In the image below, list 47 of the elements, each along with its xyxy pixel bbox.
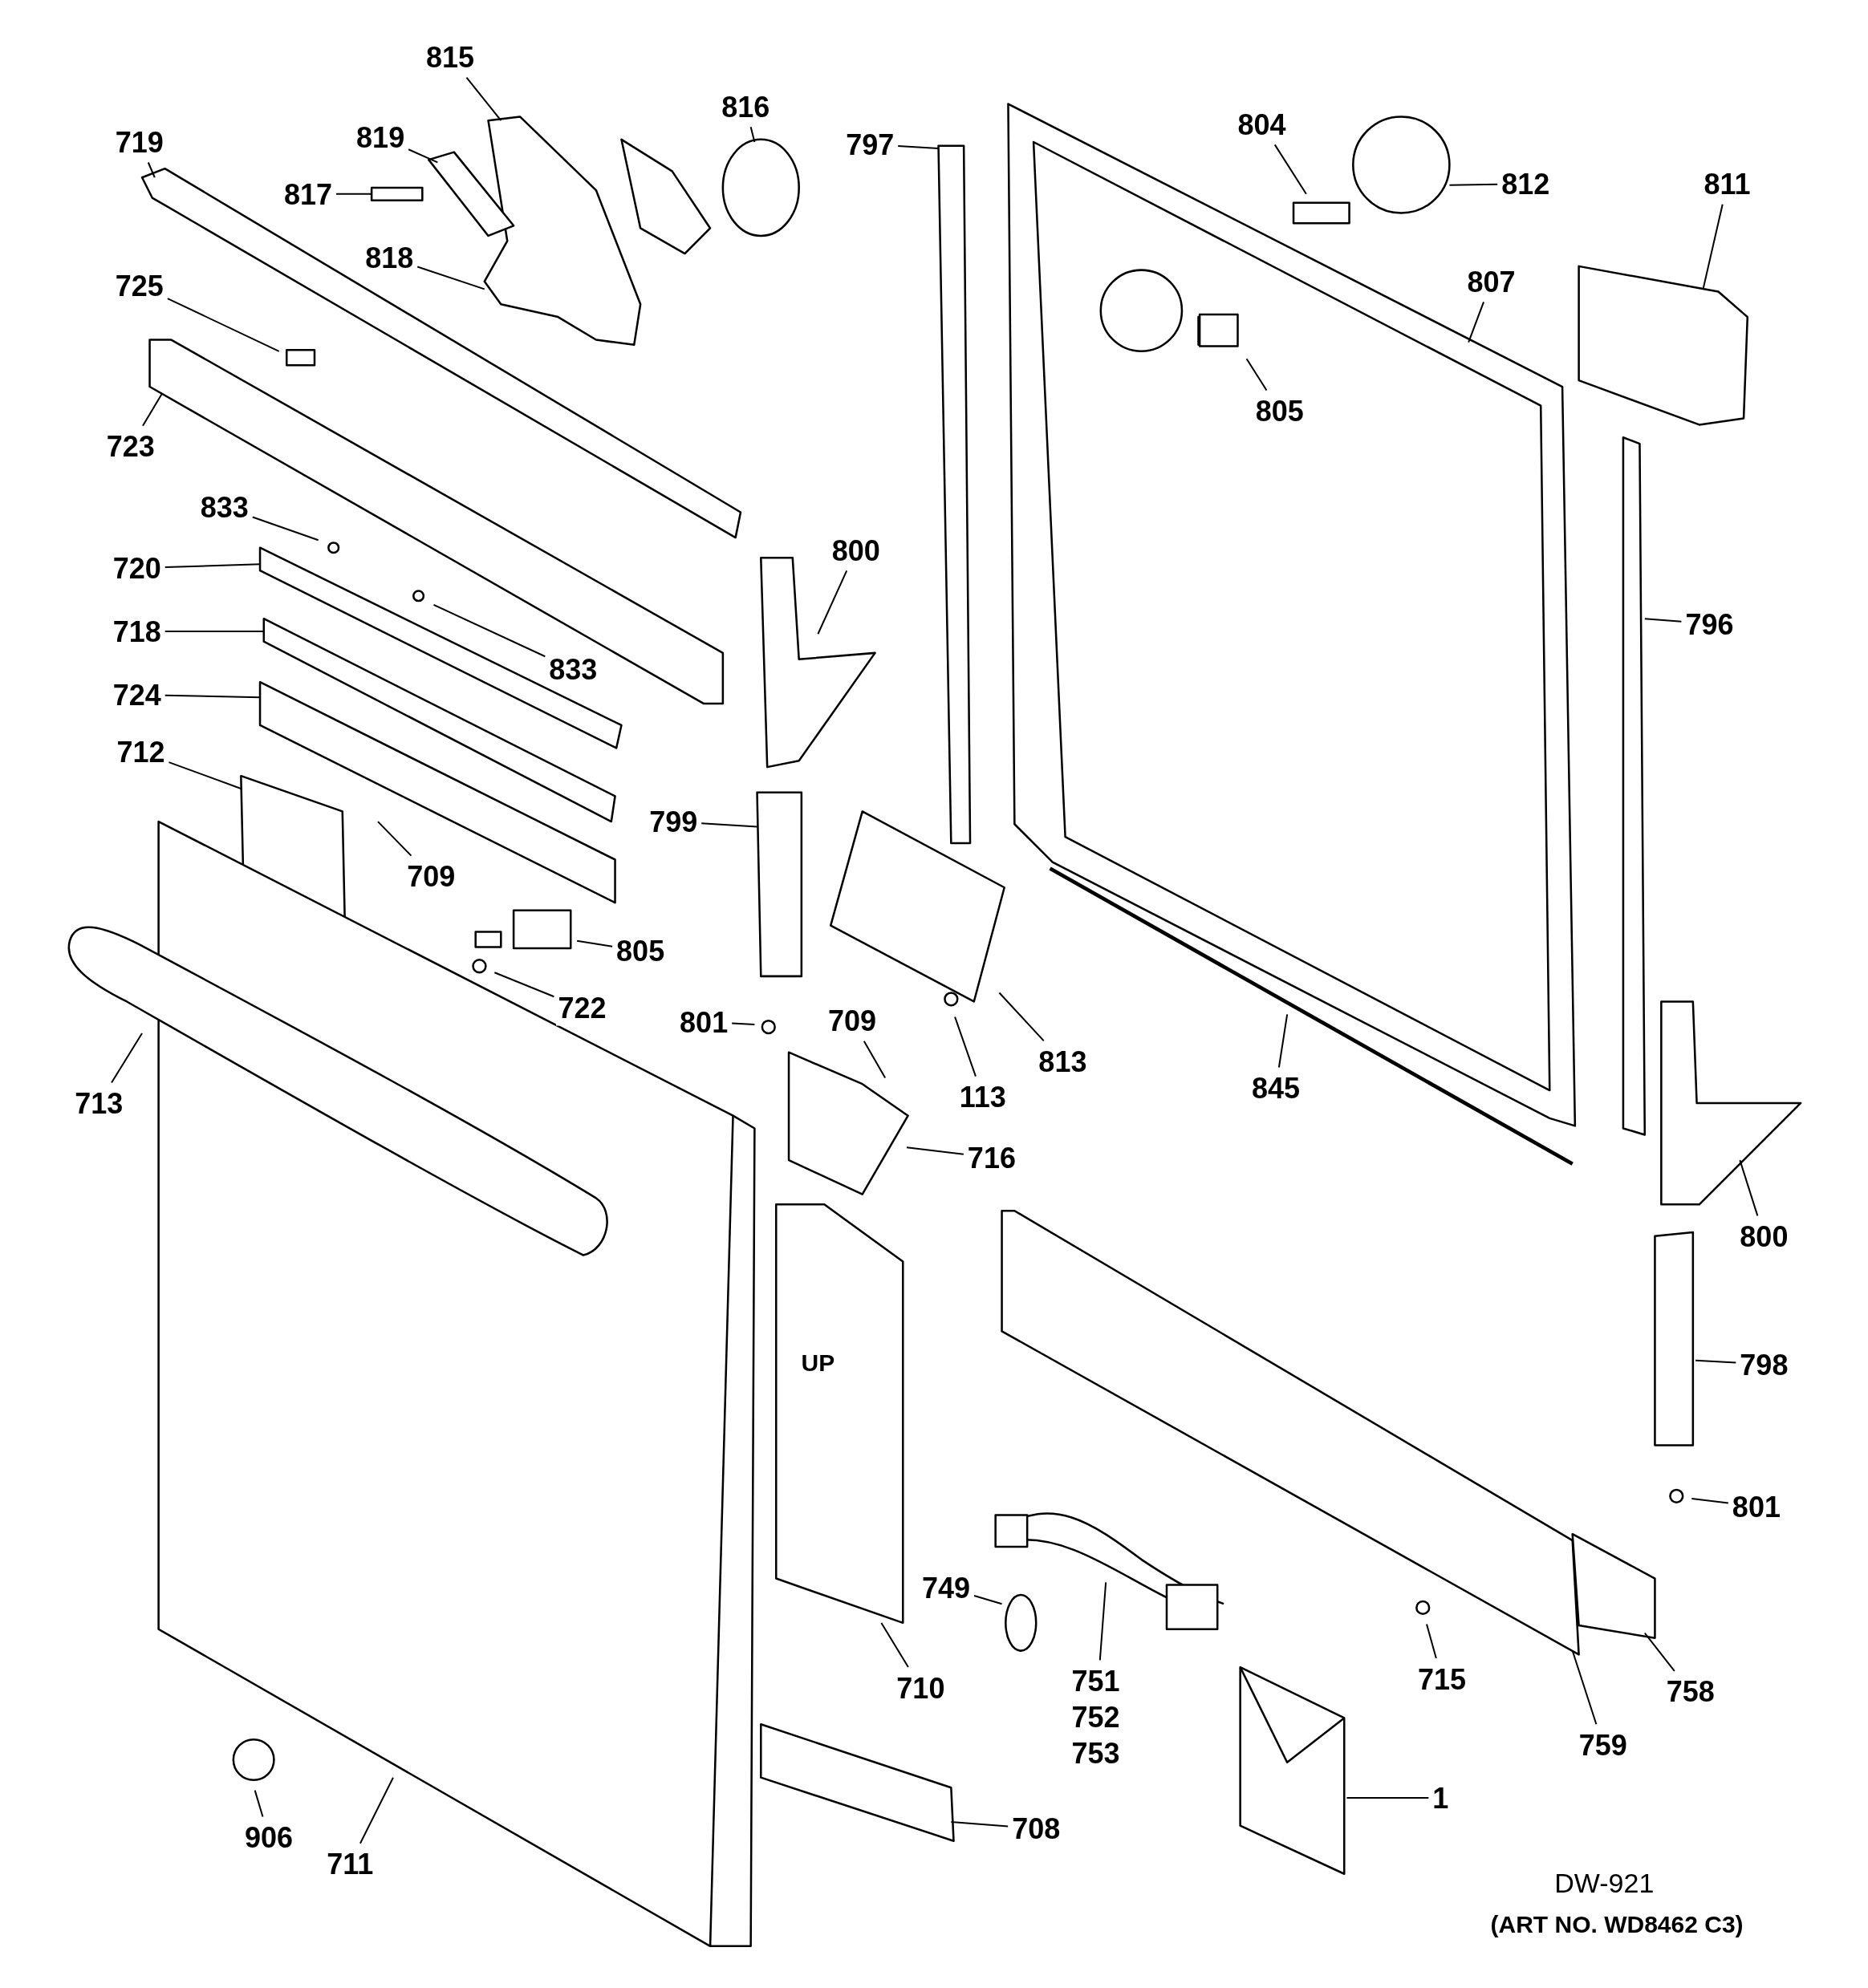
leader-line	[1273, 144, 1307, 195]
leader-line	[111, 1033, 143, 1084]
leader-line	[906, 1146, 964, 1155]
leader-line	[164, 563, 261, 568]
leader-line	[1245, 358, 1268, 392]
leader-line	[1448, 183, 1499, 186]
leader-line	[432, 603, 546, 658]
leader-line	[863, 1040, 887, 1079]
up-marking: UP	[801, 1349, 835, 1377]
leader-line	[1098, 1581, 1107, 1661]
leader-line	[335, 193, 373, 195]
leader-line	[1691, 1498, 1729, 1504]
leader-line	[465, 76, 502, 122]
leader-line	[817, 570, 848, 635]
leader-line	[880, 1621, 909, 1669]
leader-line	[408, 148, 439, 164]
leader-line	[254, 1789, 264, 1818]
leader-line	[164, 694, 261, 699]
leader-line	[973, 1595, 1003, 1605]
leader-line	[359, 1776, 394, 1844]
leader-line	[1277, 1013, 1289, 1069]
leader-line	[416, 266, 485, 290]
leader-line	[897, 145, 940, 149]
leader-line	[1643, 1632, 1675, 1672]
leader-line	[1468, 301, 1485, 343]
leader-line	[1695, 1359, 1737, 1364]
leader-line	[700, 822, 758, 828]
leader-line	[954, 1016, 977, 1077]
leader-line	[493, 972, 555, 998]
leader-line	[998, 992, 1045, 1042]
leader-line	[251, 516, 319, 542]
leader-line	[1739, 1159, 1759, 1217]
leader-line	[950, 1821, 1009, 1828]
leader-line	[141, 392, 164, 427]
leader-line	[749, 126, 756, 143]
leader-line	[1702, 203, 1724, 290]
leader-line	[1643, 618, 1683, 623]
leader-line	[166, 298, 280, 352]
leader-line	[1426, 1623, 1437, 1659]
leader-line	[168, 761, 242, 790]
leader-line	[576, 939, 614, 947]
leader-line	[376, 821, 412, 857]
leader-line	[1571, 1649, 1598, 1726]
leader-line	[731, 1022, 756, 1025]
leader-line	[147, 161, 156, 179]
leader-line	[164, 631, 265, 633]
leader-line	[1346, 1797, 1430, 1799]
